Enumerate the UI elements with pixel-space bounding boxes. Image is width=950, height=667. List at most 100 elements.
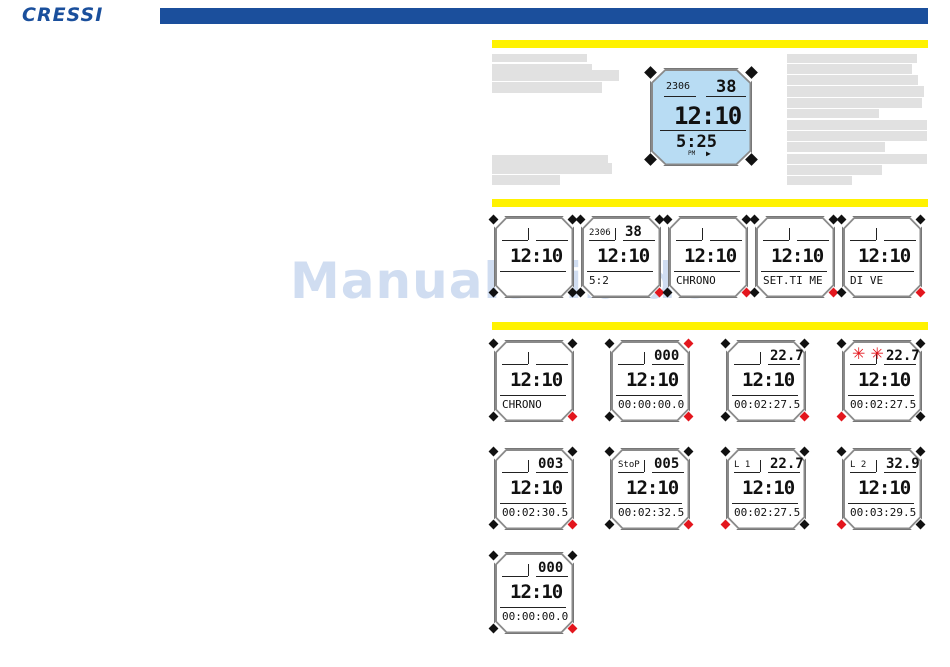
lcd-line (850, 364, 876, 365)
watch-button-icon[interactable] (836, 338, 847, 349)
watch-button-icon[interactable] (915, 411, 926, 422)
lcd-tick (876, 228, 877, 240)
watch-bezel (650, 68, 752, 166)
watch-button-icon[interactable] (683, 519, 694, 530)
watch-button-icon[interactable] (488, 338, 499, 349)
watch-button-icon[interactable] (488, 550, 499, 561)
lcd-line (623, 240, 655, 241)
watch-button-icon[interactable] (662, 214, 673, 225)
lcd-line (710, 240, 742, 241)
lcd-line (652, 472, 684, 473)
watch-button-icon[interactable] (644, 66, 657, 79)
watch-button-icon[interactable] (720, 446, 731, 457)
lcd-line (587, 271, 653, 272)
lcd-line (536, 240, 568, 241)
watch-bezel (842, 448, 922, 530)
lcd-tick (528, 228, 529, 240)
lcd-bottom: 00:02:27.5 (734, 506, 801, 519)
text-block (492, 175, 560, 185)
text-block (787, 86, 924, 97)
watch-button-icon[interactable] (915, 519, 926, 530)
text-block (492, 82, 602, 93)
lcd-line (732, 395, 798, 396)
lcd-tick (760, 460, 761, 472)
lcd-line (761, 271, 827, 272)
text-block (787, 131, 927, 141)
header-bar (160, 8, 928, 24)
watch-button-icon[interactable] (604, 338, 615, 349)
lcd-line (763, 240, 789, 241)
lcd-tick (528, 352, 529, 364)
lcd-time: 12:10 (626, 477, 679, 499)
lcd-bottom: CHRONO (502, 398, 542, 411)
lcd-time: 12:10 (510, 369, 563, 391)
watch-button-icon[interactable] (836, 446, 847, 457)
lcd-tick (789, 228, 790, 240)
watch-bezel (581, 216, 661, 298)
watch-button-icon[interactable] (567, 519, 578, 530)
lcd-tick (615, 228, 616, 240)
watch-button-icon[interactable] (567, 623, 578, 634)
lcd-line (706, 96, 746, 97)
lcd-line (502, 240, 528, 241)
lcd-line (500, 607, 566, 608)
lcd-time: 12:10 (684, 245, 737, 267)
watch-button-icon[interactable] (567, 411, 578, 422)
lcd-second-time: 5:25 (676, 132, 717, 152)
lcd-time: 12:10 (858, 245, 911, 267)
watch-button-icon[interactable] (915, 287, 926, 298)
lcd-time: 12:10 (742, 369, 795, 391)
lcd-tick (702, 228, 703, 240)
lcd-time: 12:10 (510, 581, 563, 603)
watch-button-icon[interactable] (799, 519, 810, 530)
text-block (787, 75, 918, 85)
lcd-tick (760, 352, 761, 364)
text-block (787, 64, 912, 74)
watch-bezel (610, 340, 690, 422)
lcd-top-left: L 2 (850, 460, 867, 470)
section-bar-3 (492, 322, 928, 330)
watch-button-icon[interactable] (683, 411, 694, 422)
lcd-bottom: DI VE (850, 274, 884, 287)
lcd-line (616, 395, 682, 396)
lcd-tick (876, 460, 877, 472)
lcd-line (674, 271, 740, 272)
watch-button-icon[interactable] (575, 214, 586, 225)
watch-button-icon[interactable] (836, 214, 847, 225)
watch-button-icon[interactable] (720, 338, 731, 349)
lcd-line (732, 503, 798, 504)
lcd-line (848, 395, 914, 396)
watch-bezel (755, 216, 835, 298)
lcd-tick (528, 564, 529, 576)
lcd-line (536, 364, 568, 365)
lcd-line (768, 472, 800, 473)
watch-button-icon[interactable] (604, 446, 615, 457)
lcd-bottom: CHRONO (676, 274, 716, 287)
watch-bezel (494, 448, 574, 530)
text-block (787, 176, 852, 185)
lcd-top-right: 005 (654, 456, 680, 472)
watch-button-icon[interactable] (488, 446, 499, 457)
arrow-icon: ▶ (706, 149, 711, 158)
lcd-time: 12:10 (858, 477, 911, 499)
lcd-top-right: 22.7 (770, 456, 804, 472)
watch-button-icon[interactable] (745, 66, 758, 79)
watch-button-icon[interactable] (488, 214, 499, 225)
lcd-line (664, 96, 696, 97)
text-block (492, 64, 592, 71)
watch-bezel (726, 448, 806, 530)
lcd-line (848, 271, 914, 272)
lcd-top-right: 003 (538, 456, 564, 472)
watch-button-icon[interactable] (749, 214, 760, 225)
lcd-time: 12:10 (510, 477, 563, 499)
watch-bezel (610, 448, 690, 530)
watch-button-icon[interactable] (799, 411, 810, 422)
lcd-tick (528, 460, 529, 472)
